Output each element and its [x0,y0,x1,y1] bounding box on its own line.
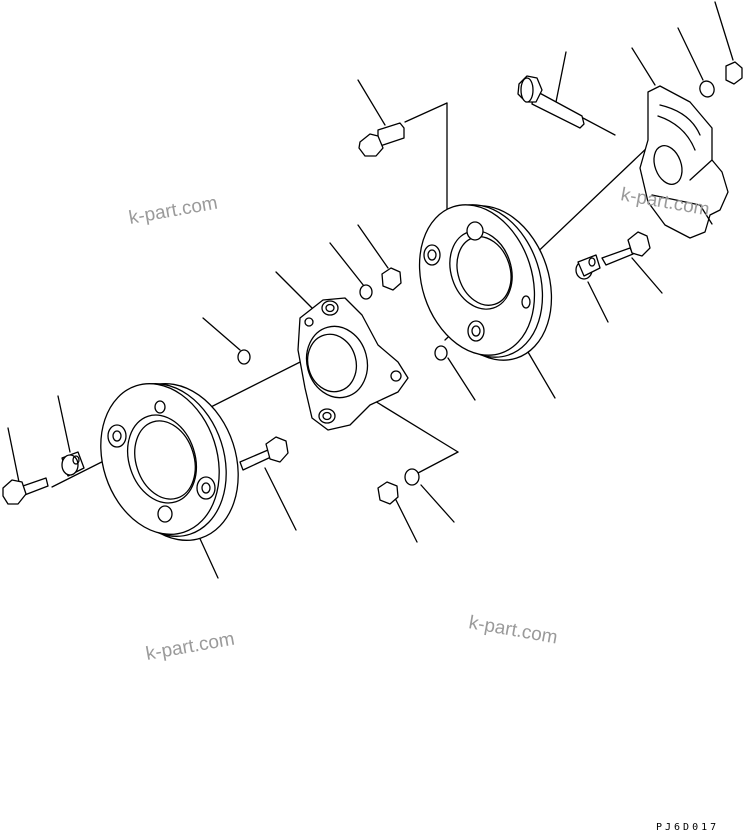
watermark-text: k-part.com [144,629,236,665]
hex-bolt-top [358,122,405,157]
long-hex-bolt [517,75,585,129]
hex-bolt-left [2,477,49,505]
hex-bolt-center [239,436,289,471]
nuts-and-washers [237,61,743,505]
bracket [639,85,729,239]
watermark-text: k-part.com [127,193,219,229]
stepped-pin [575,254,601,280]
leader-lines [7,1,734,579]
collar-left [61,451,85,477]
drawing-code: PJ6D017 [656,822,719,833]
hex-bolt-right [601,231,651,266]
flange-bearing [297,297,409,431]
watermark-text: k-part.com [467,612,559,648]
left-disc [100,383,239,541]
right-disc [418,204,553,361]
